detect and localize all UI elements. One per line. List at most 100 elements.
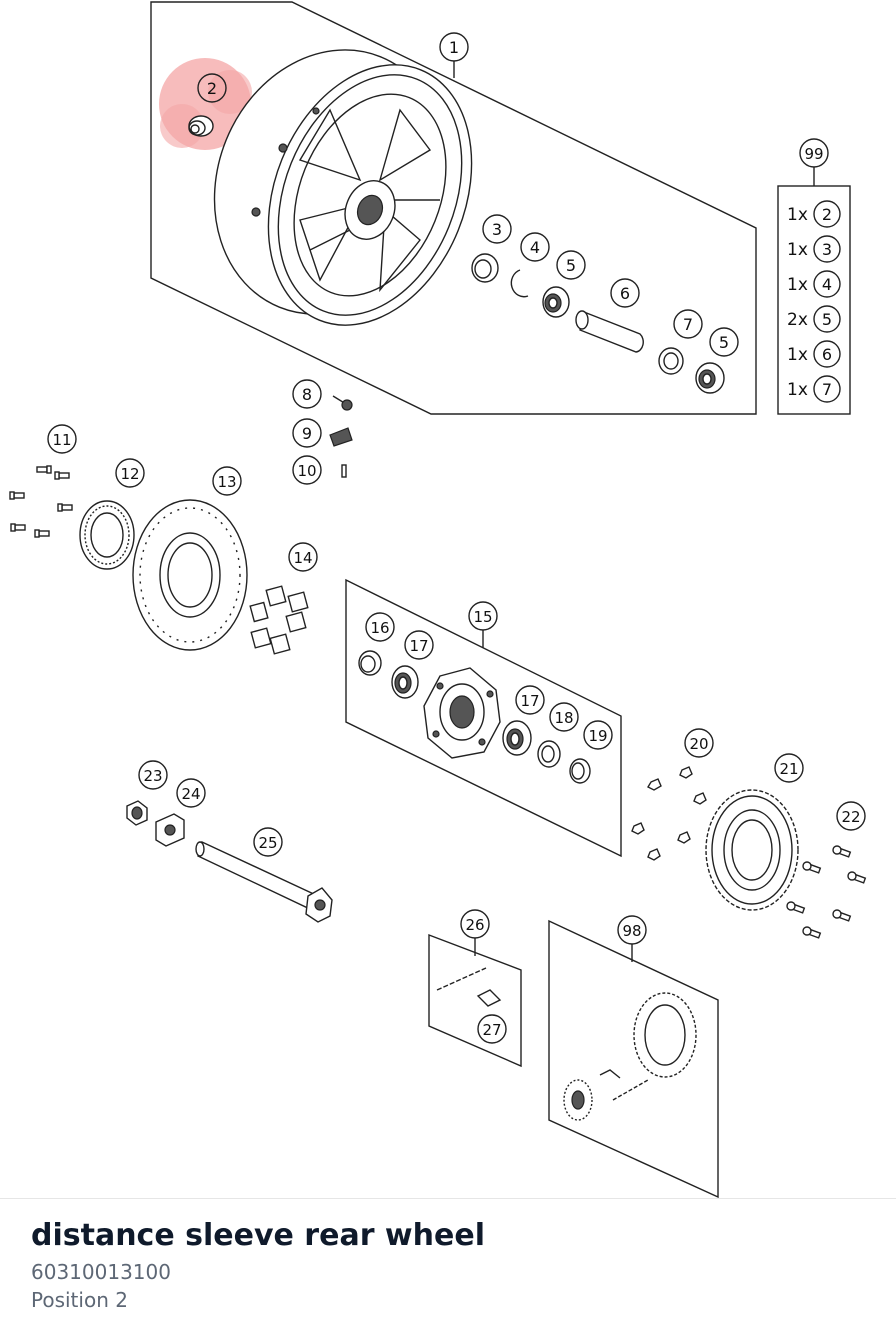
callout-3[interactable]: 3	[482, 214, 512, 244]
svg-text:16: 16	[370, 619, 389, 637]
callout-10[interactable]: 10	[292, 455, 322, 485]
svg-text:19: 19	[588, 727, 607, 745]
callout-18[interactable]: 18	[549, 702, 579, 732]
spacer-ring-part-7[interactable]	[658, 347, 684, 375]
svg-text:99: 99	[804, 145, 823, 163]
callout-8[interactable]: 8	[292, 379, 322, 409]
callout-6[interactable]: 6	[610, 278, 640, 308]
callouts: 1 2 3 4 5 6 7 5 99 8 9 10 11 12 13 14 15…	[47, 32, 866, 1044]
part-number: 60310013100	[31, 1260, 171, 1284]
svg-text:2: 2	[207, 79, 217, 98]
kit-row[interactable]: 1x 2	[787, 200, 841, 228]
kit-qty: 1x	[787, 240, 808, 260]
svg-text:6: 6	[620, 284, 630, 303]
seal-part-16[interactable]	[358, 650, 382, 676]
callout-98[interactable]: 98	[617, 915, 647, 945]
callout-1[interactable]: 1	[439, 32, 469, 62]
callout-17b[interactable]: 17	[515, 685, 545, 715]
drive-kit-part-98[interactable]	[563, 992, 697, 1121]
valve-core-part-10[interactable]	[341, 464, 347, 478]
sensor-ring-part-12[interactable]	[79, 500, 135, 570]
axle-nut-part-23[interactable]	[126, 800, 148, 826]
chain-adjuster-part-24[interactable]	[155, 813, 185, 847]
callout-23[interactable]: 23	[138, 760, 168, 790]
part-info-panel: distance sleeve rear wheel 60310013100 P…	[31, 1214, 485, 1314]
seal-ring-part-3[interactable]	[471, 253, 499, 283]
screws-part-11[interactable]	[9, 465, 73, 538]
svg-text:3: 3	[492, 220, 502, 239]
distance-sleeve-part-2[interactable]	[188, 115, 214, 137]
callout-17[interactable]: 17	[404, 630, 434, 660]
kit-qty: 1x	[787, 275, 808, 295]
wheel-spindle-part-25[interactable]	[195, 841, 333, 923]
callout-2[interactable]: 2	[197, 73, 227, 103]
callout-99[interactable]: 99	[799, 138, 829, 168]
callout-7[interactable]: 7	[673, 309, 703, 339]
rear-sprocket-part-21[interactable]	[705, 789, 799, 911]
svg-text:12: 12	[120, 465, 139, 483]
callout-19[interactable]: 19	[583, 720, 613, 750]
part-position: Position 2	[31, 1288, 128, 1312]
callout-26[interactable]: 26	[460, 909, 490, 939]
valve-cap-part-9[interactable]	[329, 427, 353, 447]
nuts-part-20[interactable]	[631, 766, 707, 861]
bolts-part-22[interactable]	[786, 845, 867, 939]
kit-ref: 7	[822, 380, 832, 399]
kit-list: 1x 2 1x 3 1x 4 2x 5 1x 6 1x 7	[787, 200, 841, 403]
svg-text:18: 18	[554, 709, 573, 727]
callout-4[interactable]: 4	[520, 232, 550, 262]
callout-13[interactable]: 13	[212, 466, 242, 496]
kit-row[interactable]: 2x 5	[787, 305, 841, 333]
bearing-part-5-a[interactable]	[542, 286, 570, 318]
svg-text:5: 5	[566, 256, 576, 275]
callout-27[interactable]: 27	[477, 1014, 507, 1044]
callout-15[interactable]: 15	[468, 601, 498, 631]
spacer-part-19[interactable]	[569, 758, 591, 784]
svg-text:17: 17	[409, 637, 428, 655]
master-link-part-27[interactable]	[476, 989, 502, 1007]
bearing-part-5-b[interactable]	[695, 362, 725, 394]
kit-qty: 1x	[787, 345, 808, 365]
callout-5[interactable]: 5	[556, 250, 586, 280]
callout-16[interactable]: 16	[365, 612, 395, 642]
svg-text:9: 9	[302, 424, 312, 443]
spacer-tube-part-6[interactable]	[575, 310, 644, 353]
svg-text:24: 24	[181, 785, 200, 803]
kit-row[interactable]: 1x 6	[787, 340, 841, 368]
valve-part-8[interactable]	[332, 395, 353, 411]
rear-wheel-part-1[interactable]	[176, 15, 509, 356]
kit-row[interactable]: 1x 4	[787, 270, 841, 298]
callout-12[interactable]: 12	[115, 458, 145, 488]
svg-text:1: 1	[449, 38, 459, 57]
callout-20[interactable]: 20	[684, 728, 714, 758]
callout-24[interactable]: 24	[176, 778, 206, 808]
kit-row[interactable]: 1x 3	[787, 235, 841, 263]
svg-text:8: 8	[302, 385, 312, 404]
spacer-ring-part-18[interactable]	[537, 740, 561, 768]
callout-5b[interactable]: 5	[709, 327, 739, 357]
brake-disc-part-13[interactable]	[132, 499, 248, 651]
svg-text:21: 21	[779, 760, 798, 778]
callout-11[interactable]: 11	[47, 424, 77, 454]
callout-21[interactable]: 21	[774, 753, 804, 783]
kit-row[interactable]: 1x 7	[787, 375, 841, 403]
circlip-part-4[interactable]	[510, 269, 529, 298]
bearing-part-17-a[interactable]	[391, 665, 419, 699]
highlight-part-2	[159, 58, 252, 150]
svg-text:98: 98	[622, 922, 641, 940]
callout-25[interactable]: 25	[253, 827, 283, 857]
chain-part-26[interactable]	[436, 967, 487, 991]
leader-lines	[453, 61, 633, 962]
svg-text:15: 15	[473, 608, 492, 626]
svg-text:7: 7	[683, 315, 693, 334]
damping-rubbers-part-14[interactable]	[249, 585, 309, 655]
callout-22[interactable]: 22	[836, 801, 866, 831]
callout-9[interactable]: 9	[292, 418, 322, 448]
svg-text:11: 11	[52, 431, 71, 449]
kit-ref: 2	[822, 205, 832, 224]
bearing-part-17-b[interactable]	[502, 720, 532, 756]
svg-text:27: 27	[482, 1021, 501, 1039]
sprocket-carrier-part-15[interactable]	[423, 667, 501, 759]
callout-14[interactable]: 14	[288, 542, 318, 572]
svg-text:17: 17	[520, 692, 539, 710]
